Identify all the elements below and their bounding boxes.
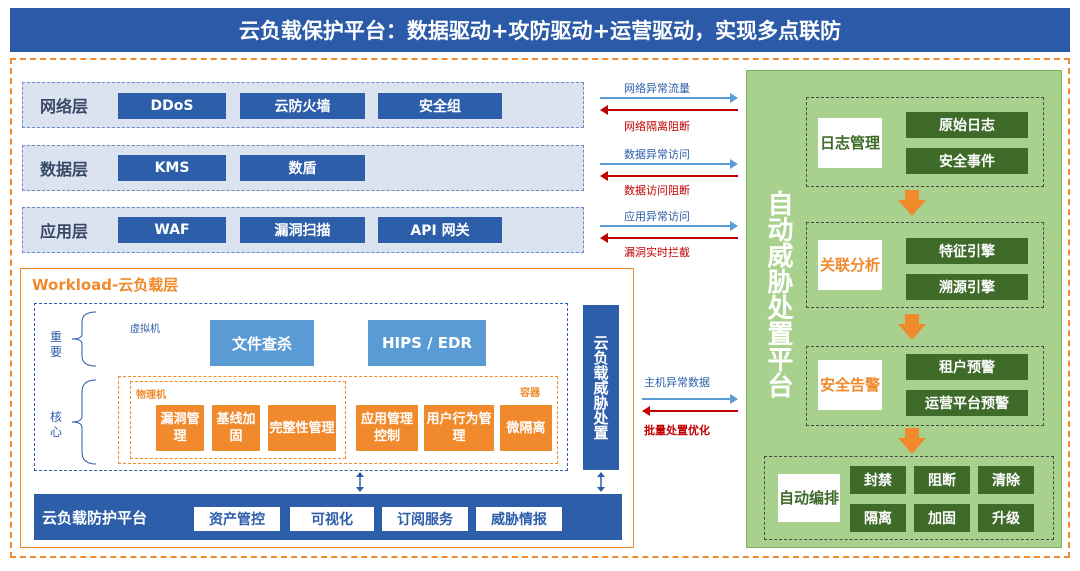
network-layer-label: 网络层 xyxy=(40,97,89,116)
app-control-box: 应用管理控制 xyxy=(356,405,418,451)
feature-engine-box: 特征引擎 xyxy=(906,238,1028,264)
micro-isolation-box: 微隔离 xyxy=(500,405,552,451)
baseline-hardening-box: 基线加固 xyxy=(212,405,260,451)
security-event-box: 安全事件 xyxy=(906,148,1028,174)
asset-control-box: 资产管控 xyxy=(194,507,280,531)
updown-arrow-left xyxy=(356,472,364,492)
vm-label: 虚拟机 xyxy=(130,324,160,335)
visualization-box: 可视化 xyxy=(290,507,374,531)
block-box: 阻断 xyxy=(914,466,970,494)
upgrade-box: 升级 xyxy=(978,504,1034,532)
raw-log-box: 原始日志 xyxy=(906,112,1028,138)
ops-alert-box: 运营平台预警 xyxy=(906,390,1028,416)
host-arrows xyxy=(642,394,738,416)
physical-label: 物理机 xyxy=(136,390,166,401)
orchestration-group xyxy=(764,456,1054,540)
down-arrow-2 xyxy=(898,314,926,340)
vuln-scan-box: 漏洞扫描 xyxy=(240,217,365,243)
trace-engine-box: 溯源引擎 xyxy=(906,274,1028,300)
integrity-management-box: 完整性管理 xyxy=(268,405,336,451)
file-scan-box: 文件查杀 xyxy=(210,320,314,366)
user-behavior-box: 用户行为管理 xyxy=(424,405,494,451)
subscription-box: 订阅服务 xyxy=(382,507,468,531)
updown-arrow-right xyxy=(597,472,605,492)
log-management-label: 日志管理 xyxy=(818,118,882,168)
ban-box: 封禁 xyxy=(850,466,906,494)
core-frame xyxy=(118,376,558,464)
important-label: 重要 xyxy=(50,330,63,359)
down-arrow-3 xyxy=(898,428,926,454)
auto-threat-title: 自动威胁处置平台 xyxy=(763,190,793,398)
clear-box: 清除 xyxy=(978,466,1034,494)
vuln-management-box: 漏洞管理 xyxy=(156,405,204,451)
api-gateway-box: API 网关 xyxy=(378,217,502,243)
core-label: 核心 xyxy=(50,410,63,439)
arrow-label-data-in: 数据访问阻断 xyxy=(624,184,690,197)
isolate-box: 隔离 xyxy=(850,504,906,532)
core-brace xyxy=(71,379,97,465)
security-group-box: 安全组 xyxy=(378,93,502,119)
arrow-label-network-out: 网络异常流量 xyxy=(624,82,690,95)
threat-intel-box: 威胁情报 xyxy=(476,507,562,531)
outer-frame xyxy=(10,58,1070,558)
data-layer-label: 数据层 xyxy=(40,160,89,179)
ddos-box: DDoS xyxy=(118,93,226,119)
arrow-label-app-out: 应用异常访问 xyxy=(624,210,690,223)
app-arrows xyxy=(600,221,738,243)
data-arrows xyxy=(600,159,738,181)
alert-group xyxy=(806,346,1044,426)
log-management-group xyxy=(806,97,1044,187)
arrow-label-host-in: 批量处置优化 xyxy=(644,424,710,437)
application-layer-label: 应用层 xyxy=(40,222,89,241)
arrow-label-data-out: 数据异常访问 xyxy=(624,148,690,161)
arrow-label-network-in: 网络隔离阻断 xyxy=(624,120,690,133)
arrow-label-app-in: 漏洞实时拦截 xyxy=(624,246,690,259)
data-shield-box: 数盾 xyxy=(240,155,365,181)
page-title: 云负载保护平台：数据驱动+攻防驱动+运营驱动，实现多点联防 xyxy=(10,8,1070,52)
analysis-label: 关联分析 xyxy=(818,240,882,290)
waf-box: WAF xyxy=(118,217,226,243)
kms-box: KMS xyxy=(118,155,226,181)
alert-label: 安全告警 xyxy=(818,360,882,410)
workload-frame xyxy=(20,268,634,548)
orchestration-label: 自动编排 xyxy=(778,474,840,522)
threat-handling-box: 云负载威胁处置 xyxy=(583,305,619,470)
important-brace xyxy=(71,311,97,367)
physical-frame xyxy=(130,381,346,459)
network-arrows xyxy=(600,93,738,115)
down-arrow-1 xyxy=(898,190,926,216)
container-label: 容器 xyxy=(520,388,540,399)
arrow-label-host-out: 主机异常数据 xyxy=(644,376,710,389)
workload-title: Workload-云负载层 xyxy=(32,276,179,294)
platform-label: 云负载防护平台 xyxy=(42,508,148,527)
cloud-firewall-box: 云防火墙 xyxy=(240,93,365,119)
hips-edr-box: HIPS / EDR xyxy=(368,320,486,366)
workload-inner-frame xyxy=(34,303,568,471)
analysis-group xyxy=(806,222,1044,308)
harden-box: 加固 xyxy=(914,504,970,532)
tenant-alert-box: 租户预警 xyxy=(906,354,1028,380)
